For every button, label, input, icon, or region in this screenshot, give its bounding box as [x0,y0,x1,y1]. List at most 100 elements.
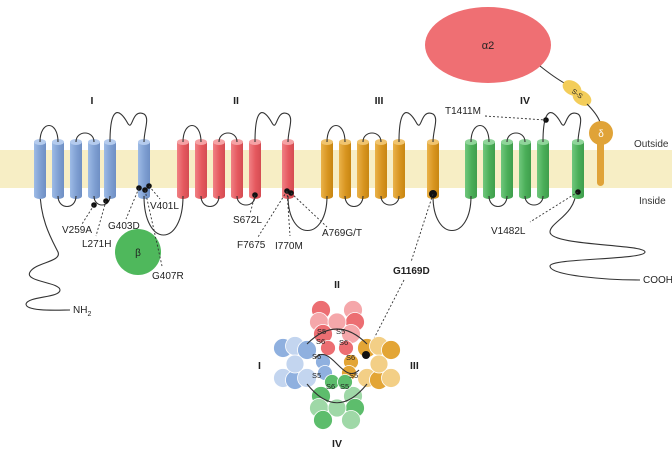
helix-IV-s3 [501,139,513,199]
pore-s6-top-right: S6 [339,338,348,347]
alpha2-tether [539,65,567,85]
loop-I-s3s4 [75,132,95,143]
pore-loops [306,328,368,404]
pore-domain-IV [309,386,365,430]
helix-II-s2 [195,139,207,199]
loop-I-s2s3 [57,195,77,208]
pore-label-II: II [334,279,340,291]
beta-label: β [135,248,141,259]
loop-III-s1s2 [326,124,346,143]
linker-III-IV [432,195,472,232]
helix-IV-s1 [465,139,477,199]
pore-domain-I [273,336,317,390]
pore-mutation-marker [362,351,370,359]
loop-II-s3s4 [218,132,238,143]
c-terminus-tail [549,189,646,281]
helix-III-s2 [339,139,351,199]
mutation-s672l: S672L [233,215,262,226]
mutation-g403d: G403D [108,221,140,232]
helix-II-s5 [249,139,261,199]
pore-s6-orange: S6 [346,353,355,362]
mutation-l271h: L271H [82,239,111,250]
loop-I-s4s5 [93,195,111,206]
pore-s6-blue: S6 [312,352,321,361]
loop-I-pore [109,112,148,143]
alpha2-label: α2 [482,40,494,52]
loop-II-s4s5 [236,195,256,206]
domain-label-IV: IV [520,95,530,107]
helix-IV-s2 [483,139,495,199]
pore-inner-ring [315,340,359,390]
loop-II-s1s2 [182,124,202,143]
loop-IV-pore [542,112,582,143]
helix-II-s3 [213,139,225,199]
domain-label-I: I [91,95,94,107]
c-terminus-label: COOH [643,275,672,286]
outside-label: Outside [634,139,669,150]
pore-s6-green-left: S6 [326,382,335,391]
helix-III-s4 [375,139,387,199]
helix-I-s1 [34,139,46,199]
mutation-g407r: G407R [152,271,184,282]
mutation-a769gt: A769G/T [322,228,362,239]
pore-label-IV: IV [332,438,342,450]
pore-labels: I II III IV S6 S6 S5 S5 S6 S6 S5 S5 S6 S… [258,279,419,450]
loop-IV-s4s5 [524,195,544,206]
mutation-f7675: F7675 [237,240,266,251]
linker-II-III [287,195,328,232]
helix-I-s3 [70,139,82,199]
loop-III-s2s3 [344,195,364,208]
helix-IV-s4 [519,139,531,199]
loop-I-s1s2 [39,124,59,143]
helix-I-s4 [88,139,100,199]
loop-II-s2s3 [200,195,220,208]
n-terminus-label: NH2 [73,305,91,318]
membrane-band [0,150,672,188]
delta-subunit [589,121,613,145]
pore-domain-II [309,300,365,344]
mutation-t1411m: T1411M [445,106,481,117]
helix-III-s1 [321,139,333,199]
loop-IV-s2s3 [488,195,508,208]
pore-s5-left: S5 [317,327,326,336]
loop-IV-s3s4 [506,132,526,143]
pore-label-I: I [258,360,261,372]
helix-II-s4 [231,139,243,199]
connecting-loops [39,112,582,236]
pore-top-view [273,300,401,430]
beta-subunit [115,229,161,275]
pore-s5-green-right: S5 [340,382,349,391]
mutation-v259a: V259A [62,225,92,236]
loop-II-pore [254,112,292,143]
linker-I-II [143,195,184,236]
loop-III-s3s4 [362,132,382,143]
disulfide-link: S-S [562,80,592,106]
n-terminus-tail [25,189,71,311]
helix-I-s5 [104,139,116,199]
pore-s5-right: S5 [336,327,345,336]
pore-label-III: III [410,360,419,372]
pore-s6-top-left: S6 [316,337,325,346]
helix-III-s5 [393,139,405,199]
inside-label: Inside [639,196,666,207]
delta-tether [586,103,601,123]
transmembrane-helices [34,139,584,199]
loop-III-pore [398,112,437,143]
domain-label-II: II [233,95,239,107]
domain-label-III: III [375,95,384,107]
helix-I-s2 [52,139,64,199]
mutation-v1482l: V1482L [491,226,526,237]
pore-domain-III [357,336,401,390]
delta-stalk [597,140,604,186]
pore-s5-blue: S5 [312,371,321,380]
mutation-i770m: I770M [275,241,303,252]
loop-IV-s1s2 [470,124,490,143]
mutation-v401l: V401L [150,201,179,212]
helix-IV-s5 [537,139,549,199]
alpha2-subunit [425,7,551,83]
helix-II-s1 [177,139,189,199]
pore-s5-orange: S5 [349,371,358,380]
mutation-g1169d: G1169D [393,266,430,277]
